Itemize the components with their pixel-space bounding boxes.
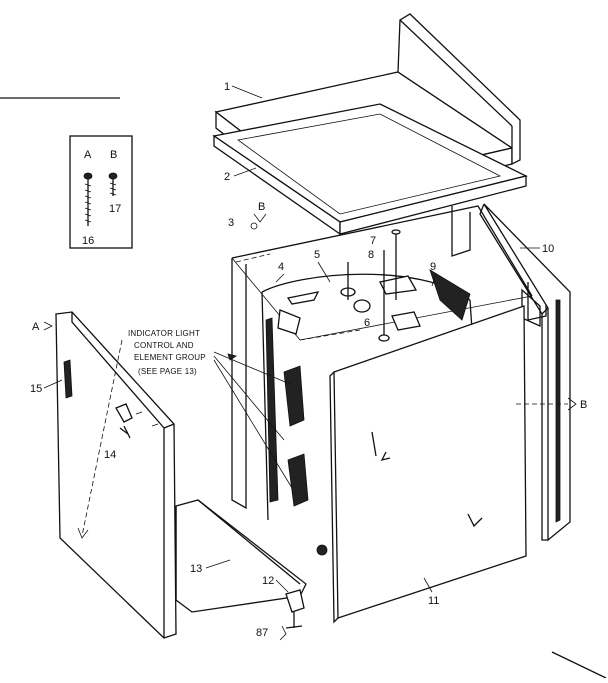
side-panel-part-10 bbox=[479, 203, 571, 542]
part-17-label: 17 bbox=[109, 203, 121, 215]
callout-10: 10 bbox=[542, 243, 554, 255]
callout-4: 4 bbox=[278, 261, 284, 273]
callout-5: 5 bbox=[314, 249, 320, 261]
note-leader-lines bbox=[213, 351, 293, 489]
screw-b-letter: B bbox=[110, 149, 117, 161]
callout-8: 8 bbox=[368, 249, 374, 261]
callout-14: 14 bbox=[104, 449, 116, 461]
callout-6: 6 bbox=[364, 317, 370, 329]
callout-87: 87 bbox=[256, 627, 268, 639]
callout-b-right: B bbox=[580, 399, 587, 411]
note-line-4: (SEE PAGE 13) bbox=[138, 367, 197, 376]
corner-rule bbox=[551, 651, 607, 679]
screw-a-icon bbox=[83, 172, 93, 226]
callout-13: 13 bbox=[190, 563, 202, 575]
screw-a-letter: A bbox=[84, 149, 92, 161]
callout-2: 2 bbox=[224, 171, 230, 183]
part-16-label: 16 bbox=[82, 235, 94, 247]
screw-detail-box: A B 17 16 bbox=[69, 135, 133, 249]
callout-3-letter: B bbox=[258, 201, 265, 213]
callout-1: 1 bbox=[224, 81, 230, 93]
screw-box-frame bbox=[69, 135, 133, 249]
callout-15: 15 bbox=[30, 383, 42, 395]
frame-part-2 bbox=[212, 103, 528, 236]
callout-9: 9 bbox=[430, 261, 436, 273]
kick-plate-part-13 bbox=[175, 499, 307, 613]
hinge-part-12 bbox=[285, 589, 305, 629]
front-panel-part-11 bbox=[329, 305, 527, 624]
cabinet-body bbox=[231, 205, 547, 556]
callout-12: 12 bbox=[262, 575, 274, 587]
side-panel-part-14 bbox=[55, 311, 177, 639]
callout-a-left: A bbox=[32, 321, 40, 333]
note-line-3: ELEMENT GROUP bbox=[134, 353, 206, 362]
screw-b-icon bbox=[108, 172, 118, 196]
indicator-note: INDICATOR LIGHT CONTROL AND ELEMENT GROU… bbox=[128, 329, 206, 376]
note-line-1: INDICATOR LIGHT bbox=[128, 329, 200, 338]
note-line-2: CONTROL AND bbox=[134, 341, 194, 350]
callout-7: 7 bbox=[370, 235, 376, 247]
callout-11: 11 bbox=[428, 595, 439, 607]
callout-3: 3 bbox=[228, 217, 234, 229]
